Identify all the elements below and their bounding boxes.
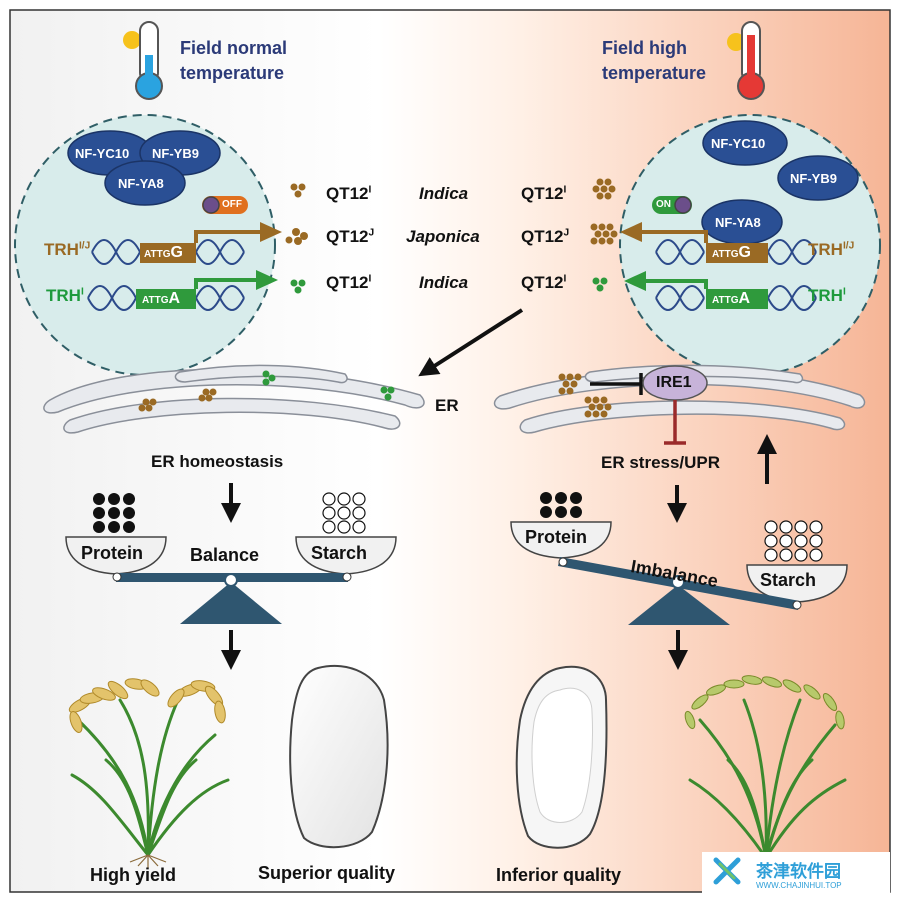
nf-ya8-left [104, 160, 186, 206]
promoter-g-right-label: ATTGG [712, 244, 751, 261]
nf-yc10-right [702, 120, 788, 166]
promoter-box-g-left [140, 243, 196, 263]
thermometer-cold-icon [123, 21, 163, 100]
transcription-arrow-left-green [194, 278, 258, 289]
dna-helix-right-top [655, 239, 817, 265]
off-switch-label: OFF [222, 199, 242, 210]
trh-i-right: TRHI [808, 286, 846, 305]
right-title-line1: Field high [602, 38, 687, 58]
watermark-url: WWW.CHAJINHUI.TOP [756, 881, 842, 890]
trh-i-left: TRHI [46, 286, 84, 305]
nf-yb9-right [777, 155, 859, 201]
nf-ya8-right-label: NF-YA8 [715, 215, 761, 230]
trh-ij-left: TRHI/J [44, 240, 91, 259]
row1-left: QT12I [326, 184, 372, 203]
nf-yb9-left-label: NF-YB9 [152, 146, 199, 161]
watermark-name: 茶津软件园 [756, 862, 841, 881]
dots-japonica-left-brown [285, 228, 308, 245]
thermometer-hot-icon [727, 21, 765, 100]
promoter-box-a-left [136, 289, 196, 309]
nf-ya8-left-label: NF-YA8 [118, 176, 164, 191]
row1-species: Indica [419, 184, 469, 203]
row1-right: QT12I [521, 184, 567, 203]
starch-label-right: Starch [760, 570, 817, 590]
nf-yc10-right-label: NF-YC10 [711, 136, 766, 151]
row3-left: QT12I [326, 273, 372, 292]
on-switch-icon [652, 196, 692, 214]
ire1-label: IRE1 [656, 374, 692, 391]
inferior-quality-label: Inferior quality [496, 865, 622, 885]
row3-species: Indica [419, 273, 469, 292]
off-switch-icon [202, 196, 248, 214]
protein-dots-right [540, 492, 582, 518]
er-right-dots [558, 373, 612, 418]
er-left-dots [138, 370, 395, 412]
watermark-logo-icon [702, 852, 890, 898]
rice-plant-left [68, 678, 230, 868]
left-title-line1: Field normal [180, 38, 288, 58]
right-title-line2: temperature [602, 63, 707, 83]
protein-dots-left [93, 493, 135, 533]
dots-indica-right-brown [592, 178, 616, 200]
dots-japonica-right-brown [590, 223, 618, 245]
er-homeostasis-label: ER homeostasis [151, 452, 284, 471]
on-switch-label: ON [656, 199, 671, 210]
nf-yc10-left-label: NF-YC10 [75, 146, 130, 161]
dna-helix-right-bottom [655, 285, 817, 311]
starch-label-left: Starch [311, 543, 368, 563]
balance-scale-right [510, 492, 848, 625]
superior-quality-label: Superior quality [258, 863, 396, 883]
row2-right: QT12J [521, 227, 570, 246]
dots-indica-left-green [290, 279, 306, 294]
promoter-g-left-label: ATTGG [144, 244, 183, 261]
starch-dots-left [322, 492, 366, 534]
arrowhead-right-brown [620, 222, 642, 242]
trh-ij-right: TRHI/J [808, 240, 855, 259]
dna-helix-left-bottom [87, 285, 245, 311]
promoter-a-right-label: ATTGA [712, 290, 751, 307]
protein-label-left: Protein [81, 543, 144, 563]
arrowhead-right-green [624, 271, 646, 291]
rice-grain-superior [289, 664, 389, 849]
arrowhead-left-brown [260, 222, 282, 242]
rice-plant-right [684, 675, 847, 870]
high-yield-label: High yield [90, 865, 177, 885]
row2-species: Japonica [406, 227, 480, 246]
rice-grain-inferior-chalk [531, 687, 594, 823]
nf-yb9-right-label: NF-YB9 [790, 171, 837, 186]
er-label: ER [435, 396, 459, 415]
protein-label-right: Protein [525, 527, 588, 547]
balance-scale-left [65, 492, 397, 624]
transcription-arrow-left-brown [194, 230, 262, 243]
promoter-a-left-label: ATTGA [142, 290, 181, 307]
promoter-box-a-right [706, 289, 768, 309]
starch-dots-right [764, 520, 823, 562]
dots-indica-left-brown [290, 183, 306, 198]
promoter-box-g-right [706, 243, 768, 263]
row3-right: QT12I [521, 273, 567, 292]
transcription-arrow-right-brown [640, 230, 708, 243]
arrow-to-left-er [418, 308, 524, 377]
arrowhead-left-green [256, 270, 278, 290]
dots-indica-right-green [592, 277, 608, 292]
dna-helix-left-top [91, 239, 245, 265]
left-title-line2: temperature [180, 63, 285, 83]
balance-label: Balance [190, 545, 260, 565]
er-stress-label: ER stress/UPR [601, 453, 721, 472]
transcription-arrow-right-green [644, 279, 708, 289]
row2-left: QT12J [326, 227, 375, 246]
